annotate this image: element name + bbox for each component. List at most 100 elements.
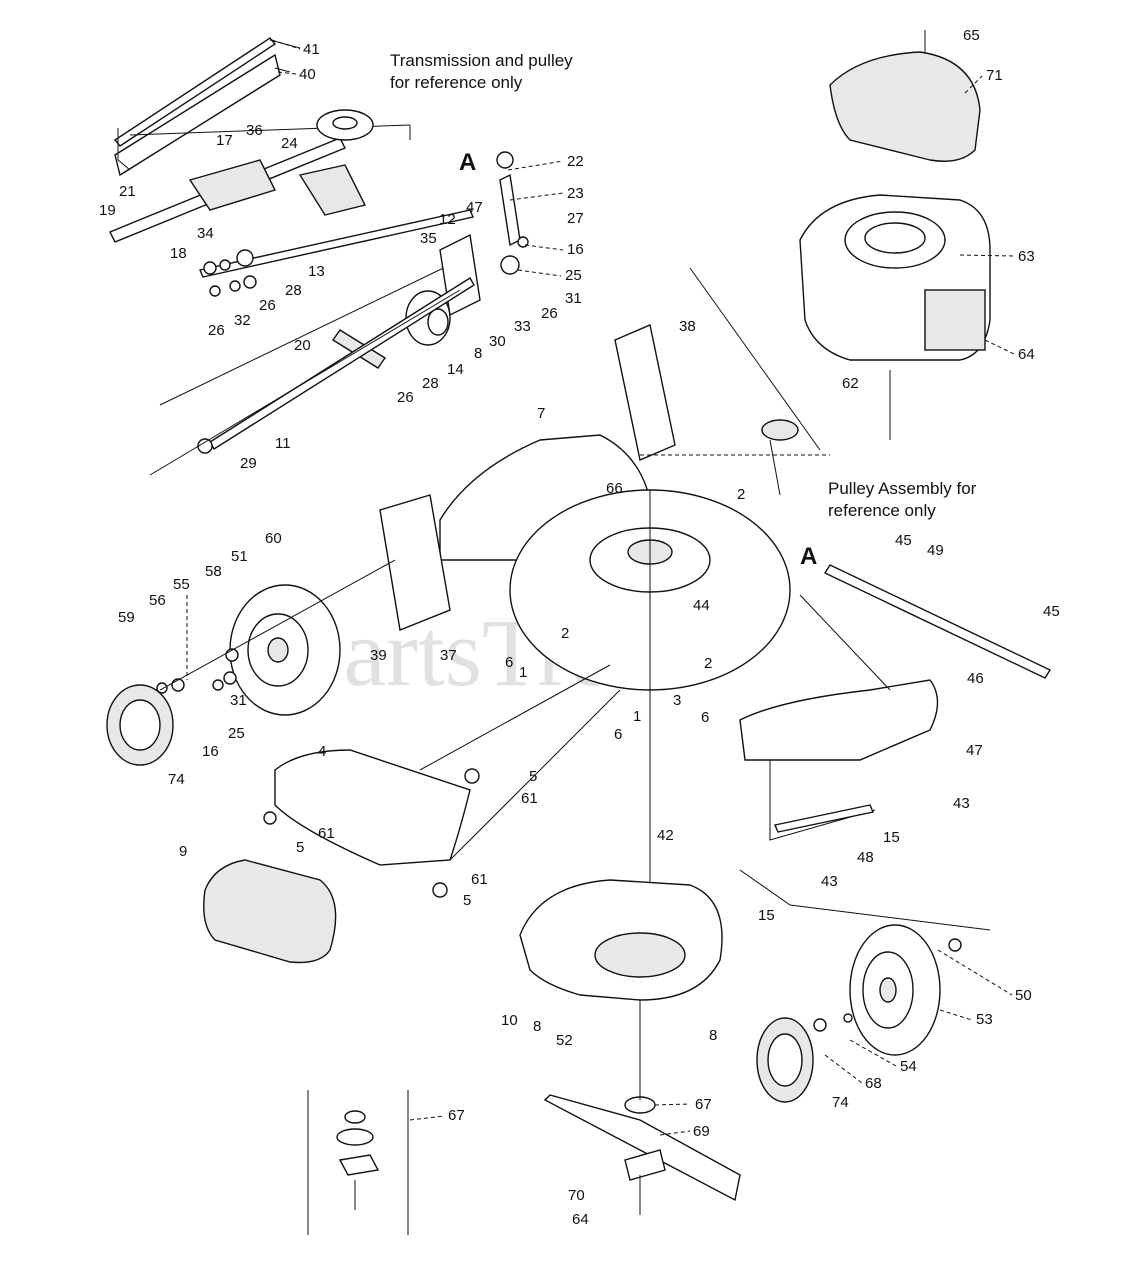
- engine-group: [689, 30, 991, 451]
- callout-5a: 61: [521, 790, 538, 807]
- part-40-bar: [114, 53, 281, 177]
- callout-33: 33: [514, 318, 531, 335]
- callout-25b: 25: [228, 725, 245, 742]
- callout-67: 69: [693, 1123, 710, 1140]
- callout-7: 7: [537, 405, 545, 422]
- note-transmission-line2: for reference only: [390, 73, 523, 92]
- callout-52: 50: [1015, 987, 1032, 1004]
- callout-8a: 8: [474, 345, 482, 362]
- side-plate-39: [379, 494, 451, 631]
- callout-36: 36: [246, 122, 263, 139]
- callout-31b: 31: [230, 692, 247, 709]
- callout-16a: 16: [567, 241, 584, 258]
- callout-71: 63: [1018, 248, 1035, 265]
- callout-13: 13: [308, 263, 325, 280]
- callout-66: 66: [606, 480, 623, 497]
- callout-20: 20: [294, 337, 311, 354]
- callout-14: 14: [447, 361, 464, 378]
- callout-70b: 64: [572, 1211, 589, 1228]
- ref-letter-a-top: A: [459, 149, 476, 176]
- callout-2b: 2: [561, 625, 569, 642]
- callout-8b: 8: [533, 1018, 541, 1035]
- callout-2c: 2: [704, 655, 712, 672]
- callout-40: 40: [299, 66, 316, 83]
- callout-48b: 43: [821, 873, 838, 890]
- callouts: 41 40 17 36 24 21 19 34 18 13 28 26 32 2…: [99, 27, 1060, 1228]
- callout-26a: 26: [259, 297, 276, 314]
- note-pulley-line1: Pulley Assembly for: [828, 479, 977, 498]
- callout-18: 18: [170, 245, 187, 262]
- callout-37: 37: [440, 647, 457, 664]
- callout-19: 19: [99, 202, 116, 219]
- callout-31a: 31: [565, 290, 582, 307]
- callout-38: 38: [679, 318, 696, 335]
- callout-51: 51: [231, 548, 248, 565]
- rod-11: [209, 277, 475, 450]
- callout-43a: 15: [883, 829, 900, 846]
- lever-23: [499, 173, 521, 247]
- part-36-housing: [188, 159, 276, 211]
- callout-28b: 28: [422, 375, 439, 392]
- callout-61a: 74: [168, 771, 185, 788]
- callout-22: 22: [567, 153, 584, 170]
- callout-45a: 45: [895, 532, 912, 549]
- callout-30: 30: [489, 333, 506, 350]
- callout-4c: 5: [463, 892, 471, 909]
- bracket-38: [614, 324, 676, 461]
- callout-29: 29: [240, 455, 257, 472]
- handle-49: [823, 564, 1052, 679]
- callout-10: 52: [556, 1032, 573, 1049]
- callout-21: 21: [119, 183, 136, 200]
- rear-shield-73: [274, 749, 471, 866]
- callout-34: 34: [197, 225, 214, 242]
- blade-67: [543, 1094, 741, 1202]
- callout-11: 11: [275, 435, 291, 452]
- callout-70a: 64: [1018, 346, 1035, 363]
- gearbox: [298, 164, 367, 216]
- callout-48a: 43: [953, 795, 970, 812]
- leader-lines: [271, 39, 1015, 1136]
- callout-4a: 5: [529, 768, 537, 785]
- callout-54: 68: [865, 1075, 882, 1092]
- callout-43b: 15: [758, 907, 775, 924]
- engine-70: [924, 289, 986, 351]
- callout-60: 60: [265, 530, 282, 547]
- callout-47a: 47: [466, 199, 483, 216]
- callout-74: 9: [179, 843, 187, 860]
- transmission-group: [109, 37, 529, 476]
- callout-61b: 74: [832, 1094, 849, 1111]
- callout-12: 12: [439, 211, 456, 228]
- callout-49: 49: [927, 542, 944, 559]
- ref-letter-a-right: A: [800, 543, 817, 570]
- callout-46: 46: [967, 670, 984, 687]
- callout-56: 56: [149, 592, 166, 609]
- blade-group: [543, 1000, 741, 1215]
- callout-59: 59: [118, 609, 135, 626]
- callout-25a: 25: [565, 267, 582, 284]
- callout-58: 58: [205, 563, 222, 580]
- callout-44: 44: [693, 597, 710, 614]
- callout-26b: 26: [208, 322, 225, 339]
- callout-6c: 6: [614, 726, 622, 743]
- rear-wheel-group: [106, 559, 396, 766]
- callout-32: 32: [234, 312, 251, 329]
- callout-65: 71: [986, 67, 1003, 84]
- callout-45b: 45: [1043, 603, 1060, 620]
- callout-63: 62: [842, 375, 859, 392]
- rear-guard-46: [739, 679, 939, 761]
- callout-6a: 6: [505, 654, 513, 671]
- adapter-69: [624, 1149, 666, 1181]
- callout-15: 10: [501, 1012, 518, 1029]
- inset-68: [307, 1090, 409, 1235]
- callout-16b: 16: [202, 743, 219, 760]
- callout-68a: 67: [448, 1107, 465, 1124]
- callout-3: 3: [673, 692, 681, 709]
- shroud-65: [829, 51, 981, 162]
- callout-8c: 8: [709, 1027, 717, 1044]
- note-pulley-line2: reference only: [828, 501, 936, 520]
- callout-1b: 1: [633, 708, 641, 725]
- axle-13: [199, 209, 474, 278]
- callout-6b: 6: [701, 709, 709, 726]
